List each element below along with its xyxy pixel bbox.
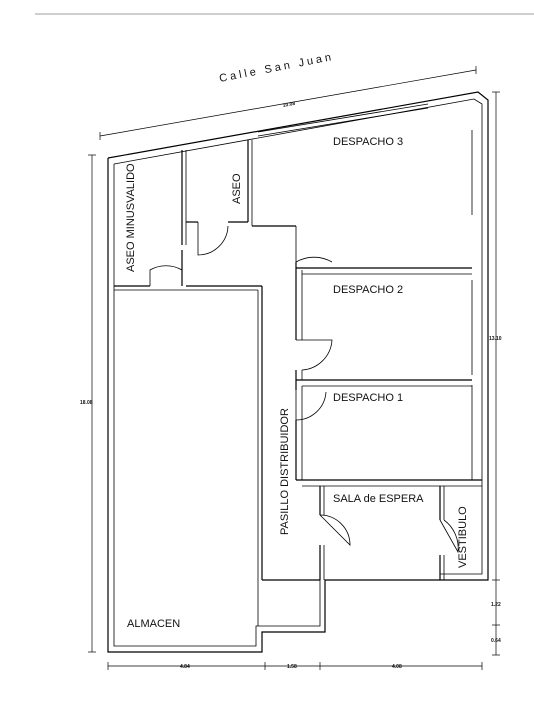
room-label-almacen: ALMACEN [127, 618, 180, 630]
dim-top: 10.08 [282, 101, 296, 109]
dim-left: 18.08 [80, 400, 93, 406]
room-label-despacho-2: DESPACHO 2 [333, 284, 403, 296]
doors [149, 222, 459, 554]
outer-walls [107, 91, 489, 653]
room-label-despacho-3: DESPACHO 3 [333, 136, 403, 148]
room-label-aseo: ASEO [231, 173, 243, 204]
dimension-lines [88, 66, 500, 670]
dim-right-lower-1: 1.22 [491, 602, 501, 608]
dim-bottom-3: 4.08 [392, 664, 402, 670]
street-label: Calle San Juan [218, 51, 335, 85]
room-label-sala-espera: SALA de ESPERA [333, 493, 424, 505]
dim-right-lower-2: 0.64 [491, 638, 501, 644]
room-label-aseo-minusvalido: ASEO MINUSVALIDO [125, 163, 137, 272]
dim-bottom-2: 1.58 [287, 664, 297, 670]
room-label-despacho-1: DESPACHO 1 [333, 392, 403, 404]
dim-right: 13.10 [489, 336, 502, 342]
room-label-pasillo-distribuidor: PASILLO DISTRIBUIDOR [279, 408, 291, 535]
room-label-vestibulo: VESTIBULO [457, 506, 469, 568]
dim-bottom-1: 4.84 [180, 664, 190, 670]
interior-walls [114, 140, 482, 626]
